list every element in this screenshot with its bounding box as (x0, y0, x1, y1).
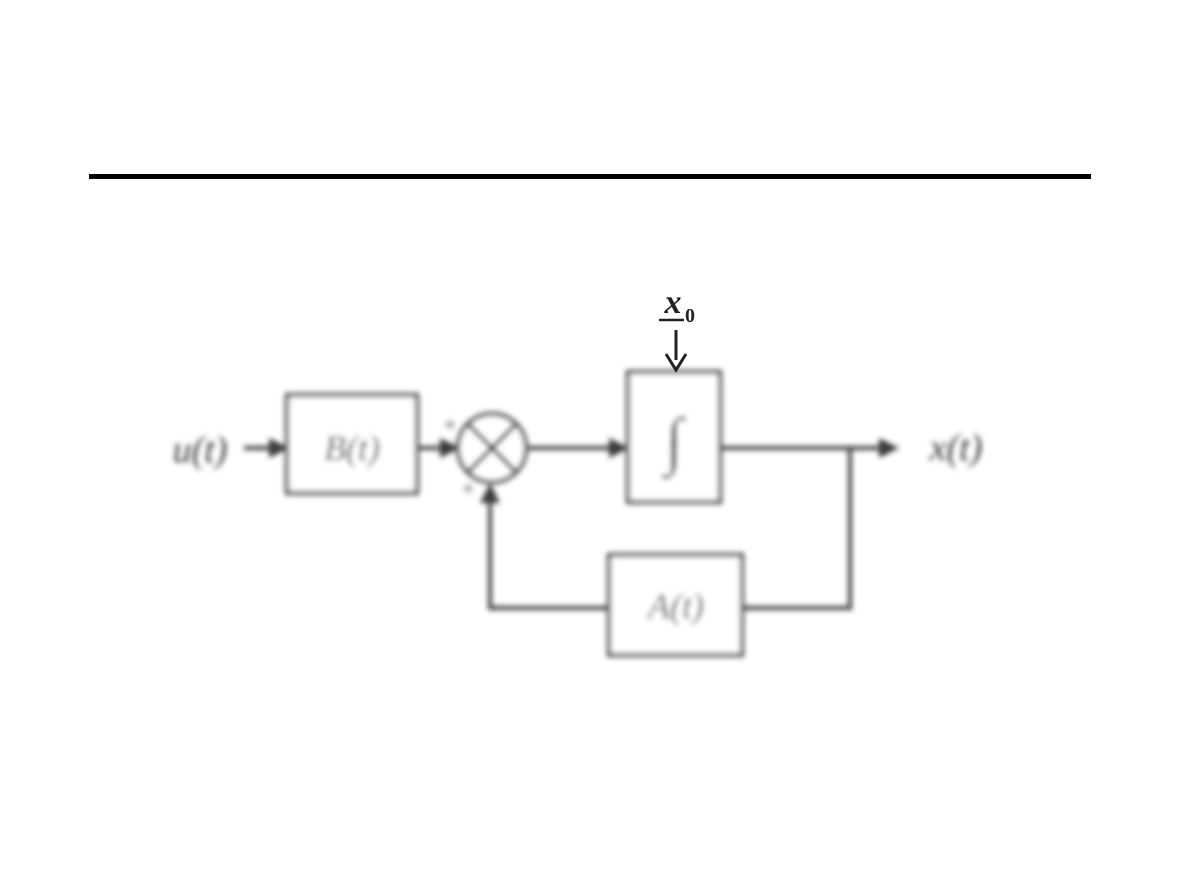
initial-condition-arrow-head (664, 353, 688, 373)
feedback-line-right (742, 448, 852, 610)
sum-sign-top: + (443, 412, 458, 437)
title-underline-rule (89, 174, 1091, 179)
feedback-matrix-label: A(t) (646, 586, 704, 626)
integrator-symbol: ∫ (661, 405, 686, 480)
initial-condition-label: x (664, 284, 682, 321)
input-signal-label: u(t) (173, 429, 228, 471)
sum-sign-bottom: + (461, 476, 476, 501)
feedback-line-left (480, 483, 609, 610)
output-signal-label: x(t) (929, 427, 983, 469)
initial-condition-subscript: 0 (685, 305, 695, 327)
input-matrix-block (285, 393, 419, 495)
initial-condition-annotation: x 0 (659, 284, 695, 373)
input-matrix-label: B(t) (324, 428, 380, 468)
integrator-block (626, 370, 722, 504)
blurred-diagram-group: u(t) B(t) + + ∫ x(t) A(t) (173, 370, 983, 657)
summing-junction-cross-b (466, 422, 518, 474)
feedback-matrix-block (607, 553, 744, 657)
